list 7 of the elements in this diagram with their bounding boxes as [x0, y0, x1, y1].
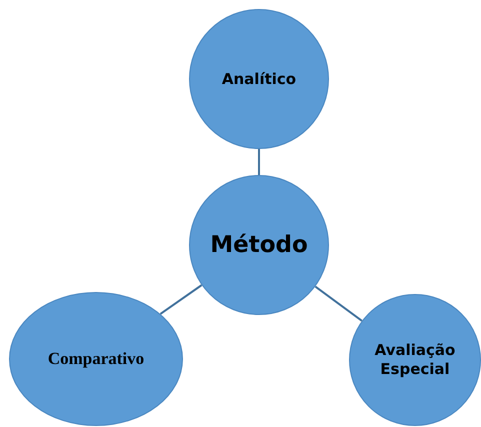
- connector-line: [160, 284, 202, 315]
- node-label: Analítico: [220, 70, 298, 88]
- node-label: Avaliação Especial: [374, 341, 456, 379]
- connector-line: [314, 286, 362, 322]
- connector-line: [258, 149, 260, 175]
- node-label: Método: [209, 230, 309, 260]
- node-label: Comparativo: [46, 348, 146, 370]
